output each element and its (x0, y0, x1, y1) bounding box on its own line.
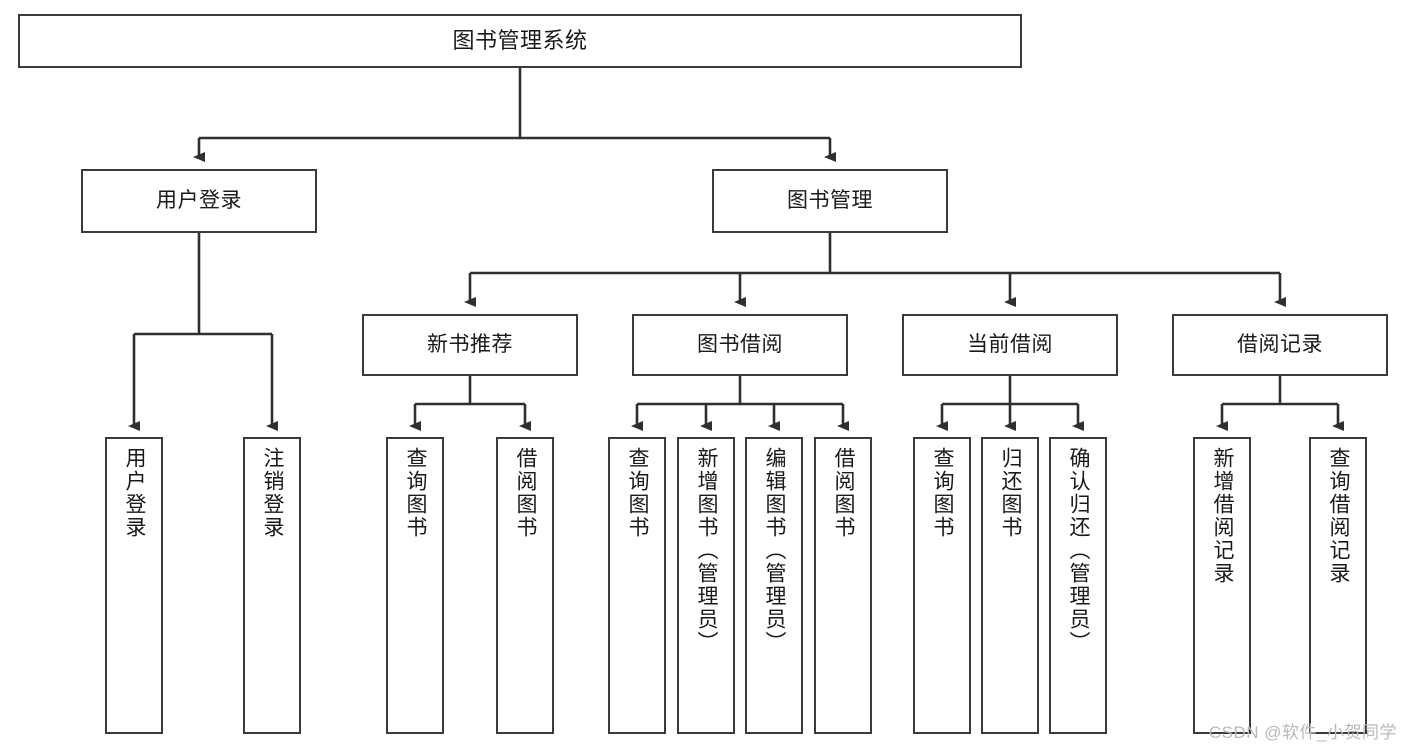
leaf-user-login-logout[interactable]: 注销登录 (243, 437, 301, 734)
node-label: 用户登录 (156, 188, 242, 212)
node-label: 当前借阅 (967, 332, 1053, 356)
node-label: 图书管理 (787, 188, 873, 212)
node-book-borrow[interactable]: 图书借阅 (632, 314, 848, 376)
leaf-user-login-login[interactable]: 用户登录 (105, 437, 163, 734)
leaf-book-borrow-query-book[interactable]: 查询图书 (608, 437, 666, 734)
node-label: 查询借阅记录 (1327, 447, 1351, 585)
leaf-book-borrow-add-book-admin[interactable]: 新增图书（管理员） (677, 437, 735, 734)
node-label: 确认归还（管理员） (1067, 447, 1091, 654)
node-label: 查询图书 (626, 447, 650, 539)
node-label: 新增借阅记录 (1211, 447, 1235, 585)
leaf-book-borrow-edit-book-admin[interactable]: 编辑图书（管理员） (745, 437, 803, 734)
leaf-book-borrow-borrow-book[interactable]: 借阅图书 (814, 437, 872, 734)
node-label: 图书管理系统 (452, 28, 588, 54)
node-label: 借阅记录 (1237, 332, 1323, 356)
node-label: 新书推荐 (427, 332, 513, 356)
node-label: 归还图书 (999, 447, 1023, 539)
leaf-current-borrow-query-book[interactable]: 查询图书 (913, 437, 971, 734)
leaf-new-book-borrow-book[interactable]: 借阅图书 (496, 437, 554, 734)
node-user-login[interactable]: 用户登录 (81, 169, 317, 233)
leaf-borrow-record-add-record[interactable]: 新增借阅记录 (1193, 437, 1251, 734)
watermark-text: CSDN @软件_小贺同学 (1208, 723, 1397, 742)
node-label: 编辑图书（管理员） (763, 447, 787, 654)
leaf-current-borrow-return-book[interactable]: 归还图书 (981, 437, 1039, 734)
node-root-book-management-system[interactable]: 图书管理系统 (18, 14, 1022, 68)
node-label: 借阅图书 (832, 447, 856, 539)
leaf-borrow-record-query-record[interactable]: 查询借阅记录 (1309, 437, 1367, 734)
node-label: 图书借阅 (697, 332, 783, 356)
node-label: 注销登录 (261, 447, 285, 539)
node-label: 新增图书（管理员） (695, 447, 719, 654)
node-label: 查询图书 (404, 447, 428, 539)
node-label: 借阅图书 (514, 447, 538, 539)
leaf-new-book-query-book[interactable]: 查询图书 (386, 437, 444, 734)
node-new-book-recommendation[interactable]: 新书推荐 (362, 314, 578, 376)
leaf-current-borrow-confirm-return-admin[interactable]: 确认归还（管理员） (1049, 437, 1107, 734)
node-borrow-record[interactable]: 借阅记录 (1172, 314, 1388, 376)
node-label: 用户登录 (123, 447, 147, 539)
node-current-borrow[interactable]: 当前借阅 (902, 314, 1118, 376)
node-label: 查询图书 (931, 447, 955, 539)
node-book-management[interactable]: 图书管理 (712, 169, 948, 233)
